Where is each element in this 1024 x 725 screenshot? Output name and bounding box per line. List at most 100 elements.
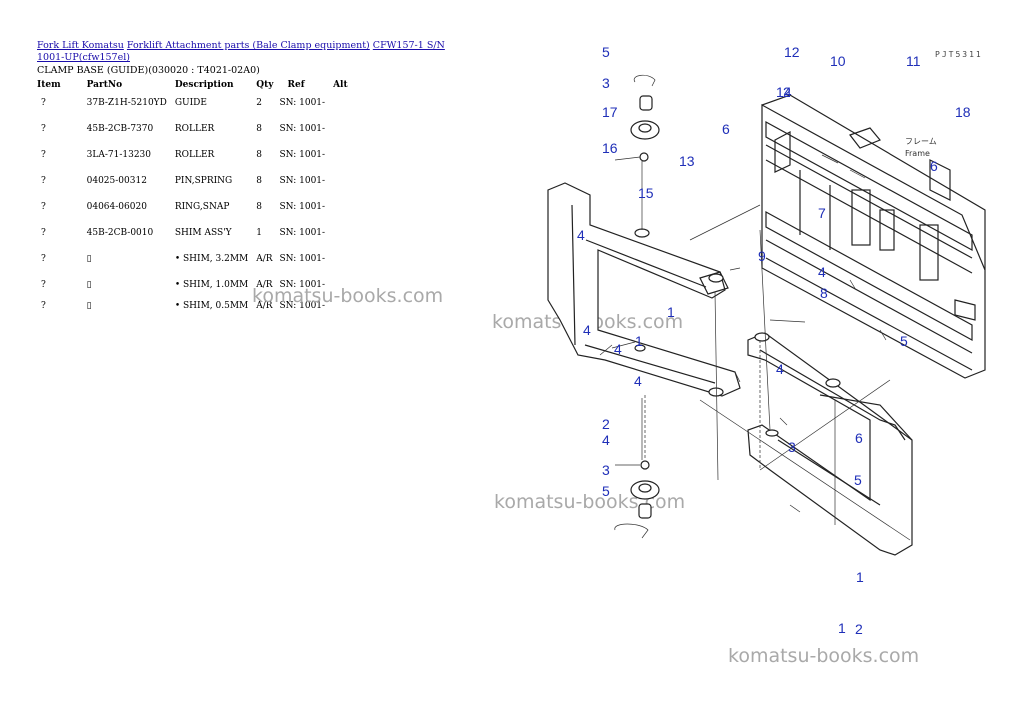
cell-partno: 04064-06020 [86, 202, 147, 212]
watermark: komatsu-books.com [728, 645, 920, 667]
callout-number: 15 [638, 185, 654, 201]
cell-ref: SN: 1001- [279, 150, 326, 160]
callout-number: 3 [602, 75, 610, 91]
cell-ref: SN: 1001- [279, 228, 326, 238]
table-header-row: Item PartNo Description Qty Ref Alt [33, 77, 352, 98]
cell-partno: ▯ [86, 280, 92, 290]
cell-ref: SN: 1001- [279, 280, 326, 290]
breadcrumb: Fork Lift Komatsu Forklift Attachment pa… [37, 40, 447, 64]
cell-ref: SN: 1001- [279, 301, 326, 311]
callout-number: 4 [776, 361, 784, 377]
col-partno: PartNo [86, 80, 123, 90]
cell-partno: 45B-2CB-7370 [86, 124, 154, 134]
cell-item: ? [41, 228, 46, 238]
cell-description: • SHIM, 0.5MM [174, 301, 249, 311]
leader-lines [599, 204, 911, 541]
callout-number: 1 [667, 304, 675, 320]
cell-qty: 8 [256, 176, 262, 186]
cell-partno: 45B-2CB-0010 [86, 228, 154, 238]
roller-stack-lower [614, 398, 660, 539]
cell-ref: SN: 1001- [279, 124, 326, 134]
cell-description: ROLLER [174, 150, 215, 160]
cell-item: ? [41, 202, 46, 212]
callout-number: 5 [900, 333, 908, 349]
callout-number: 14 [776, 84, 792, 100]
callout-number: 4 [577, 227, 585, 243]
cell-qty: A/R [256, 280, 273, 290]
cell-ref: SN: 1001- [279, 98, 326, 108]
col-item: Item [37, 80, 61, 90]
callout-number: 1 [635, 333, 643, 349]
callout-number: 4 [634, 373, 642, 389]
cell-qty: 2 [256, 98, 262, 108]
callout-number: 5 [602, 44, 610, 60]
page-title: CLAMP BASE (GUIDE)(030020 : T4021-02A0) [37, 65, 260, 76]
col-ref: Ref [287, 80, 305, 90]
callout-number: 3 [788, 439, 796, 455]
callout-number: 2 [783, 84, 791, 100]
parts-table: Item PartNo Description Qty Ref Alt ? 37B… [33, 77, 352, 322]
callout-number: 13 [679, 153, 695, 169]
cell-description: PIN,SPRING [174, 176, 233, 186]
cell-item: ? [41, 176, 46, 186]
guide-arm-right [747, 332, 913, 556]
frame-drawing [761, 94, 986, 379]
cell-item: ? [41, 98, 46, 108]
roller-stack-upper [614, 74, 660, 230]
callout-number: 6 [722, 121, 730, 137]
cell-qty: 8 [256, 124, 262, 134]
cell-partno: ▯ [86, 254, 92, 264]
callout-number: 2 [855, 621, 863, 637]
cell-description: • SHIM, 3.2MM [174, 254, 249, 264]
drawing-code: PJT5311 [935, 50, 983, 59]
callout-number: 16 [602, 140, 618, 156]
callout-number: 5 [602, 483, 610, 499]
cell-qty: A/R [256, 254, 273, 264]
frame-label-en: Frame [905, 149, 930, 158]
callout-number: 2 [602, 416, 610, 432]
col-qty: Qty [256, 80, 274, 90]
cell-qty: 8 [256, 150, 262, 160]
cell-item: ? [41, 150, 46, 160]
callout-number: 1 [838, 620, 846, 636]
breadcrumb-link-category[interactable]: Forklift Attachment parts (Bale Clamp eq… [126, 40, 370, 51]
cell-qty: 8 [256, 202, 262, 212]
cell-partno: 04025-00312 [86, 176, 147, 186]
cell-item: ? [41, 301, 46, 311]
cell-qty: A/R [256, 301, 273, 311]
cell-ref: SN: 1001- [279, 254, 326, 264]
callout-number: 8 [820, 285, 828, 301]
callout-number: 17 [602, 104, 618, 120]
callout-number: 4 [614, 341, 622, 357]
table-row: ? 04025-00312 PIN,SPRING 8 SN: 1001- [33, 176, 352, 202]
callout-number: 5 [854, 472, 862, 488]
col-alt: Alt [333, 80, 348, 90]
callout-number: 11 [906, 53, 921, 69]
cell-partno: ▯ [86, 301, 92, 311]
breadcrumb-link-brand[interactable]: Fork Lift Komatsu [37, 40, 124, 51]
cell-item: ? [41, 124, 46, 134]
callout-number: 4 [818, 264, 826, 280]
cell-qty: 1 [256, 228, 262, 238]
callout-number: 1 [856, 569, 864, 585]
cell-partno: 37B-Z1H-5210YD [86, 98, 167, 108]
cell-description: RING,SNAP [174, 202, 230, 212]
callout-number: 9 [758, 248, 766, 264]
cell-ref: SN: 1001- [279, 176, 326, 186]
callout-number: 6 [930, 158, 938, 174]
cell-description: GUIDE [174, 98, 207, 108]
cell-item: ? [41, 280, 46, 290]
breadcrumb-link-model[interactable]: CFW157-1 S/N 1001-UP(cfw157el) [37, 40, 445, 63]
callout-number: 4 [583, 322, 591, 338]
cell-description: SHIM ASS'Y [174, 228, 232, 238]
callout-number: 3 [602, 462, 610, 478]
callout-number: 4 [602, 432, 610, 448]
table-row: ? 3LA-71-13230 ROLLER 8 SN: 1001- [33, 150, 352, 176]
cell-ref: SN: 1001- [279, 202, 326, 212]
cell-partno: 3LA-71-13230 [86, 150, 151, 160]
